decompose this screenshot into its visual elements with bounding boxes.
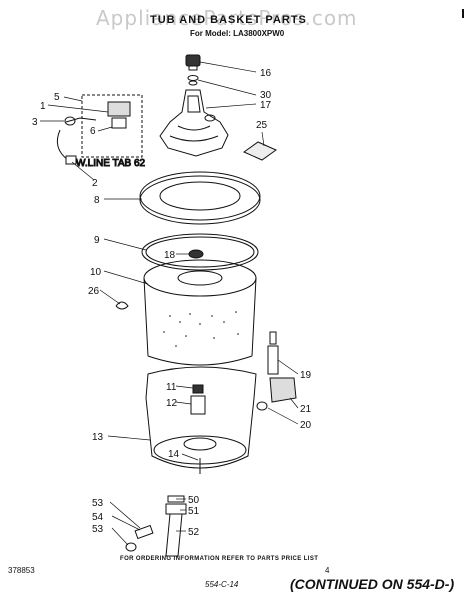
part-18-hub-nut [188,249,204,259]
callout-18: 18 [164,250,176,261]
switch-assembly [56,94,143,165]
part-8-tub-ring [139,171,261,225]
callout-5: 5 [54,92,60,103]
catalog-code: 378853 [8,566,35,575]
callout-53-bottom: 53 [92,524,104,535]
callout-16: 16 [260,68,272,79]
part-21-pump [269,377,297,403]
callout-14: 14 [168,449,180,460]
wire-tab-label: W.LINE TAB 62 [76,158,146,169]
ordering-note: FOR ORDERING INFORMATION REFER TO PARTS … [120,556,319,562]
callout-1: 1 [40,101,46,112]
diagram-title: TUB AND BASKET PARTS [150,14,307,26]
part-9-seal [141,233,259,271]
callout-52: 52 [188,527,200,538]
part-25-cover [242,141,278,161]
callout-26: 26 [88,286,100,297]
callout-10: 10 [90,267,102,278]
callout-17: 17 [260,100,272,111]
part-19-hose [267,331,279,375]
callout-50: 50 [188,495,200,506]
callout-21: 21 [300,404,312,415]
continued-note: (CONTINUED ON 554-D-) [290,576,455,592]
callout-20: 20 [300,420,312,431]
callout-11: 11 [166,382,177,393]
callout-9: 9 [94,235,100,246]
callout-19: 19 [300,370,312,381]
part-11-12-hub [190,384,206,415]
drain-parts [125,495,187,557]
basket-perforations [163,311,239,347]
callout-51: 51 [188,506,200,517]
part-26-clip [115,301,129,310]
corner-mark [462,9,464,18]
page-number: 4 [325,566,330,575]
callout-53-top: 53 [92,498,104,509]
callout-54: 54 [92,512,104,523]
part-17-agitator [159,89,229,157]
part-20-gasket [256,401,268,411]
callout-13: 13 [92,432,104,443]
callout-25: 25 [256,120,268,131]
callout-8: 8 [94,195,100,206]
callout-30: 30 [260,90,272,101]
leader-lines [40,61,299,546]
diagram-subtitle: For Model: LA3800XPW0 [190,29,285,38]
part-13-outer-tub [145,366,257,469]
callout-12: 12 [166,398,178,409]
part-16-cap [185,54,201,71]
callout-6: 6 [90,126,96,137]
callout-labels: 16 30 17 25 5 1 3 6 2 8 9 18 10 26 19 11… [32,68,312,538]
watermark: AppliancePartsPros.com [96,6,358,30]
part-10-basket [143,259,257,366]
handwritten-ref: 554-C-14 [205,580,239,589]
callout-3: 3 [32,117,38,128]
part-30-nut [187,75,199,86]
callout-2: 2 [92,178,98,189]
